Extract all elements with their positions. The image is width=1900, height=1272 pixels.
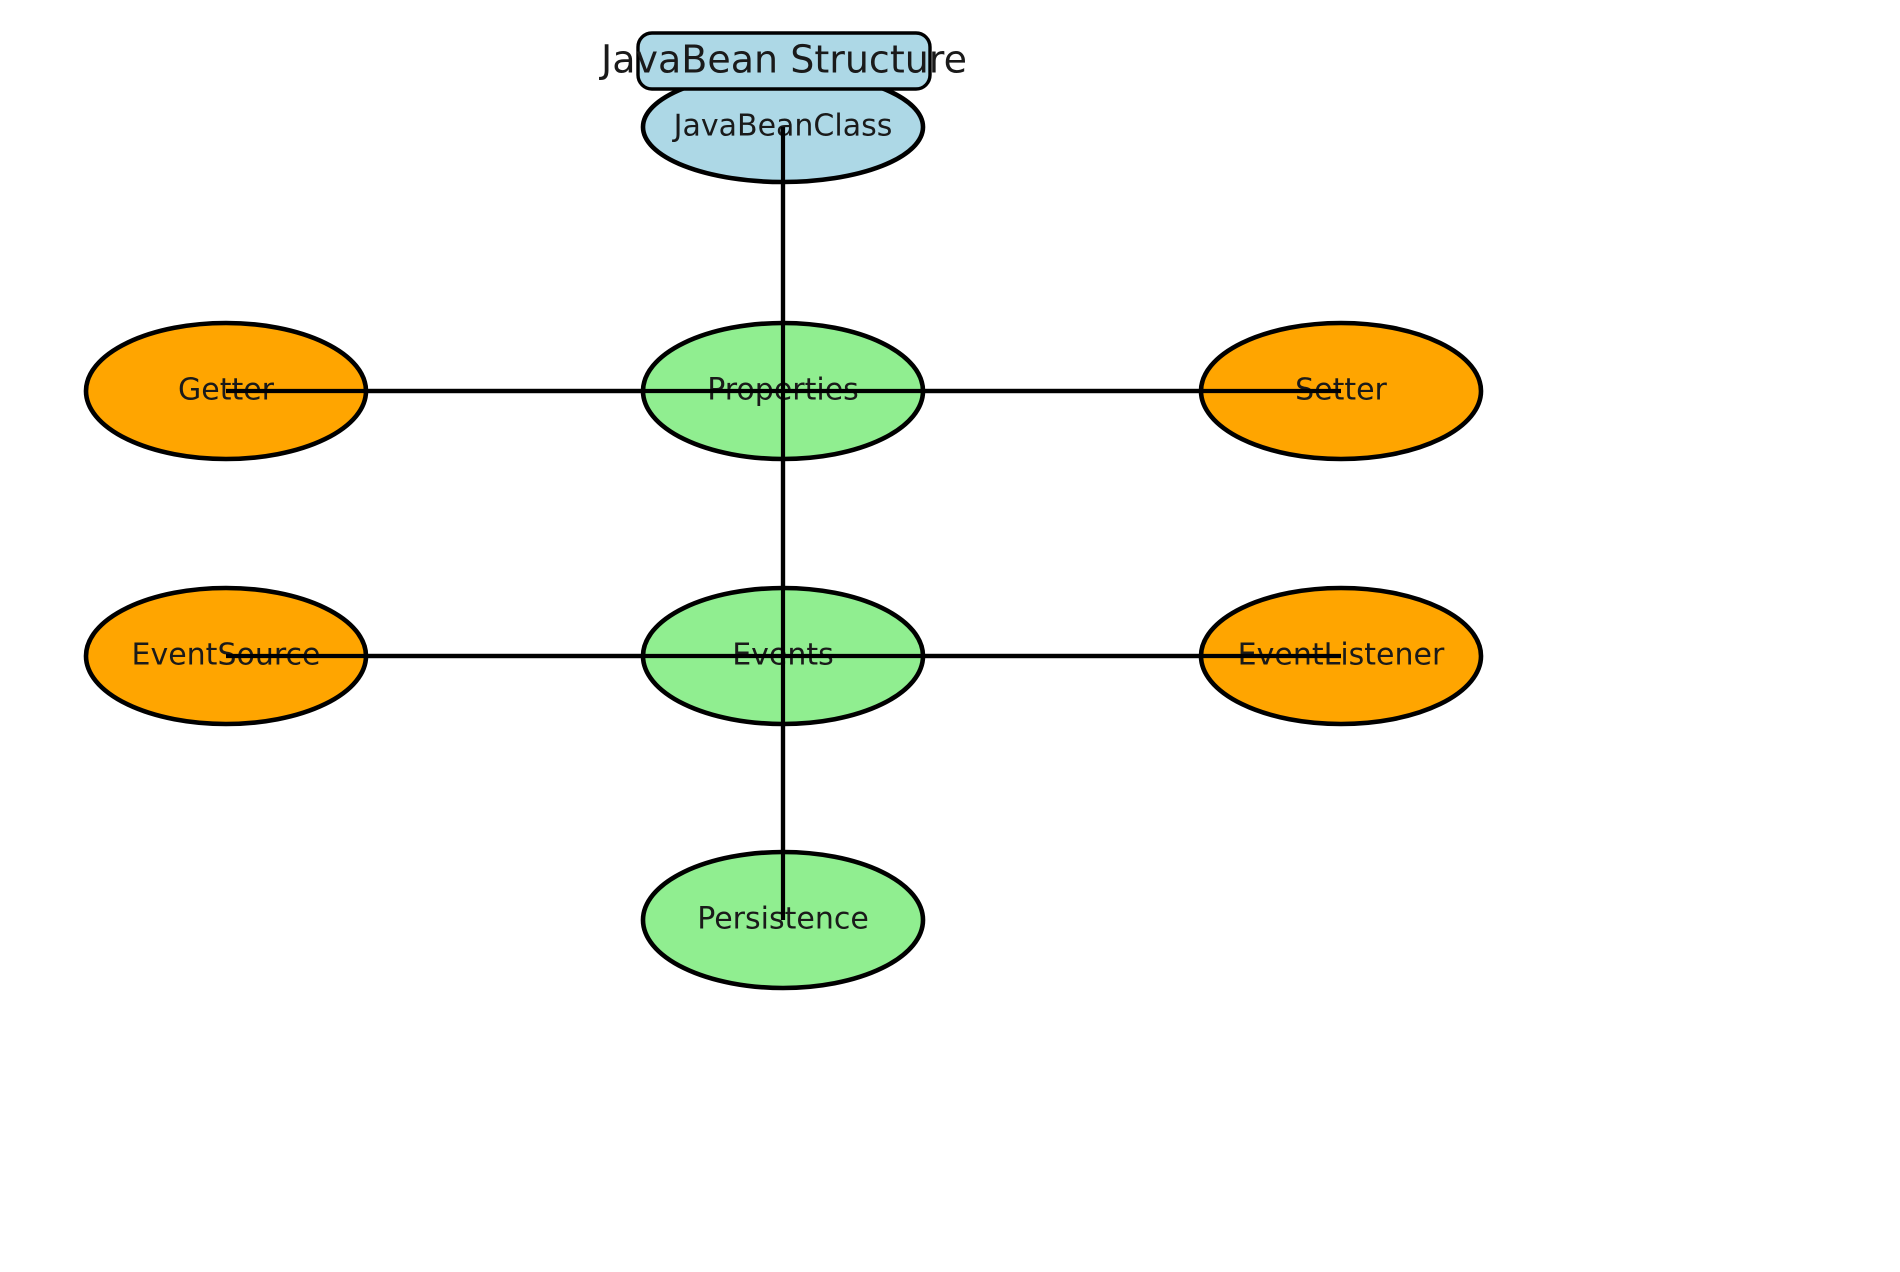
- nodes-group: JavaBeanClassPropertiesEventsPersistence…: [83, 69, 1484, 991]
- diagram-title-text: JavaBean Structure: [599, 38, 967, 82]
- diagram-title-box: [636, 31, 932, 91]
- diagram-title-group: JavaBean Structure: [599, 31, 967, 91]
